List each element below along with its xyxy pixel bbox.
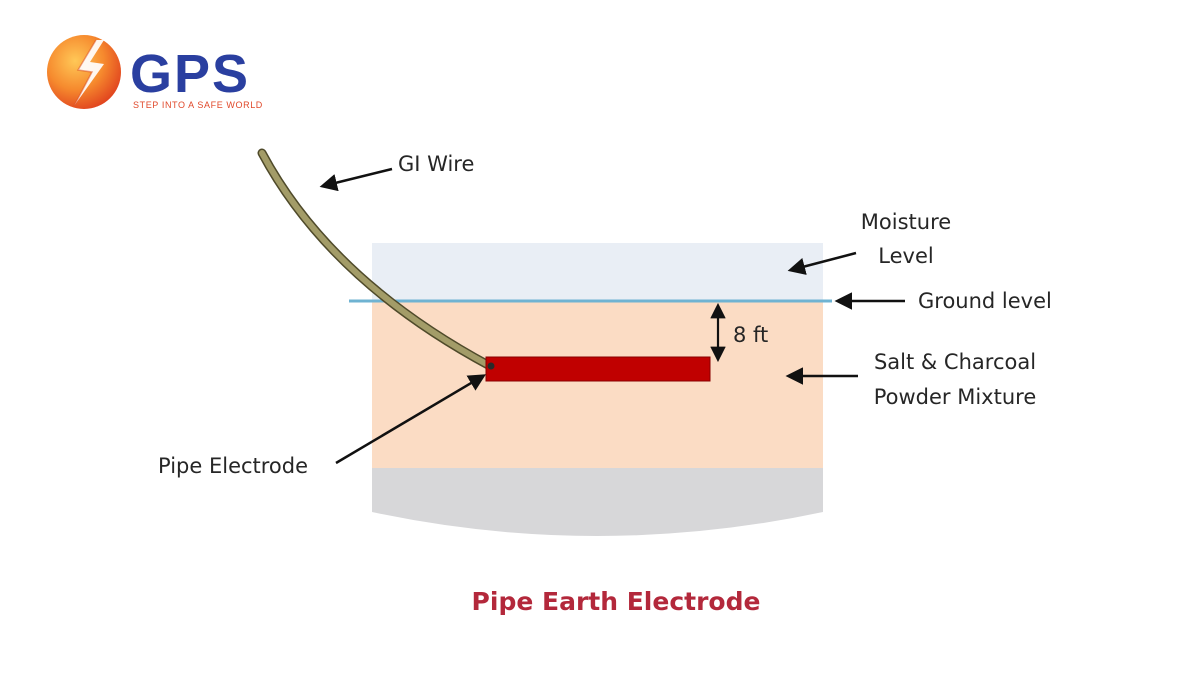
brand-name: GPS	[130, 44, 250, 104]
mixture-label-line2: Powder Mixture	[874, 385, 1037, 409]
gi-wire-label: GI Wire	[398, 152, 474, 176]
gps-logo: GPS Step Into a safe world	[47, 35, 263, 110]
moisture-label-line2: Level	[878, 244, 933, 268]
moisture-arrow	[787, 251, 857, 275]
mixture-label-line1: Salt & Charcoal	[874, 350, 1036, 374]
ground-level-label: Ground level	[918, 289, 1052, 313]
salt-charcoal-layer	[372, 302, 823, 468]
depth-label: 8 ft	[733, 323, 768, 347]
figure-caption: Pipe Earth Electrode	[472, 587, 761, 616]
gi-wire-arrow	[319, 167, 393, 192]
pipe-electrode-arrow	[335, 374, 487, 465]
soil-pit	[349, 243, 832, 536]
pipe-electrode	[485, 356, 711, 382]
moisture-label-line1: Moisture	[861, 210, 951, 234]
moisture-layer	[372, 243, 823, 302]
brand-tagline: Step Into a safe world	[133, 100, 263, 110]
pipe-electrode-label: Pipe Electrode	[158, 454, 308, 478]
base-soil-layer	[372, 468, 823, 536]
lightning-orb-icon	[47, 35, 121, 109]
